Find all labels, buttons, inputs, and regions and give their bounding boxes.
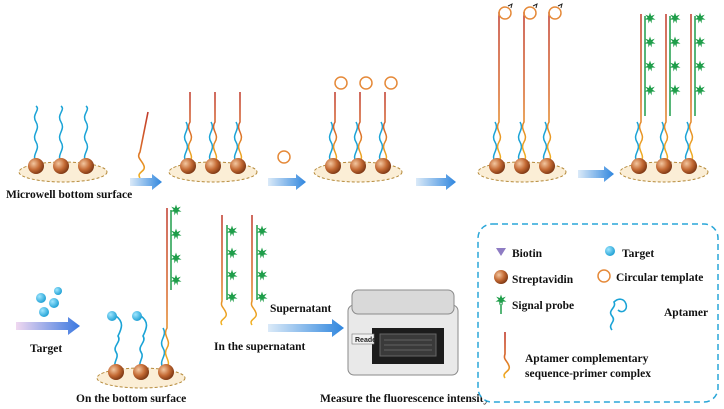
aptamer-strand <box>33 105 89 163</box>
legend-streptavidin: Streptavidin <box>512 274 574 286</box>
signal-probe-stars <box>644 12 706 96</box>
streptavidin-bead <box>53 158 69 174</box>
legend-biotin: Biotin <box>512 248 543 260</box>
streptavidin-icon <box>494 270 508 284</box>
circular-template <box>277 150 291 164</box>
complex-icon <box>503 332 511 379</box>
panel-bottom-surface: On the bottom surface <box>76 204 186 405</box>
supernatant-label: In the supernatant <box>214 341 306 353</box>
complement-primer-strand <box>137 111 149 179</box>
plate-reader-icon: Reader <box>347 289 459 376</box>
arrow-step-3 <box>416 174 456 190</box>
arrow-step-2 <box>268 174 306 190</box>
biotin-icon <box>496 248 506 256</box>
legend-complex-line1: Aptamer complementary <box>525 353 649 365</box>
legend-aptamer: Aptamer <box>664 307 708 319</box>
bottom-surface-label: On the bottom surface <box>76 393 186 405</box>
legend-target: Target <box>622 248 654 260</box>
arrow-step-1 <box>130 174 162 190</box>
duplex-strands <box>183 92 243 163</box>
arrow-step-4 <box>578 166 614 182</box>
measure-label: Measure the fluorescence intensity <box>320 393 489 405</box>
microwell-label: Microwell bottom surface <box>6 189 132 201</box>
circular-template-icon <box>597 269 611 283</box>
legend-signal-probe: Signal probe <box>512 300 574 312</box>
target-icon <box>605 246 615 256</box>
arrow-target <box>16 317 80 335</box>
legend-circular-template: Circular template <box>616 272 703 284</box>
legend-box: Biotin Target Streptavidin Circular temp… <box>477 223 719 403</box>
aptamer-icon <box>609 298 628 331</box>
panel-5-signal-probes <box>619 12 709 183</box>
reader-label: Reader <box>355 337 379 344</box>
signal-probe-icon <box>495 294 507 314</box>
arrow-supernatant <box>268 319 344 337</box>
panel-2-hybridized <box>168 92 258 183</box>
panel-1-surface-with-aptamers: Microwell bottom surface <box>6 105 132 201</box>
panel-4-rolling-circle-amplification <box>477 3 567 183</box>
legend-complex-line2: sequence-primer complex <box>525 368 651 380</box>
panel-3-template-bound <box>313 76 403 183</box>
target-arrow-label: Target <box>30 343 62 355</box>
target-molecules <box>36 287 62 317</box>
streptavidin-bead <box>28 158 44 174</box>
streptavidin-bead <box>78 158 94 174</box>
panel-supernatant-strands: In the supernatant <box>214 215 306 353</box>
supernatant-arrow-label: Supernatant <box>270 303 332 315</box>
